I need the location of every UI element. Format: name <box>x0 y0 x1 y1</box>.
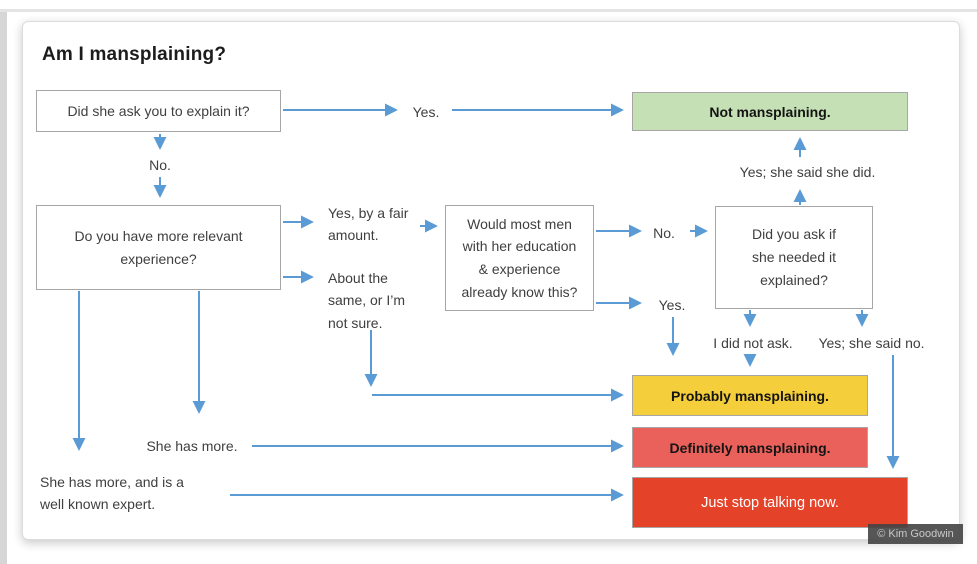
outcome-just-stop-talking: Just stop talking now. <box>632 477 908 528</box>
outcome-definitely-mansplaining: Definitely mansplaining. <box>632 427 868 468</box>
edge-label-i-did-not-ask: I did not ask. <box>713 335 793 351</box>
page-title: Am I mansplaining? <box>42 44 227 65</box>
node-did-she-ask: Did she ask you to explain it? <box>36 90 281 132</box>
node-did-you-ask: Did you ask if she needed it explained? <box>715 206 873 309</box>
edge-label-yes-mid: Yes. <box>658 297 686 313</box>
outcome-not-mansplaining: Not mansplaining. <box>632 92 908 131</box>
node-would-most-men-know: Would most men with her education & expe… <box>445 205 594 311</box>
window-edge-left <box>0 10 7 564</box>
window-edge-top <box>0 9 977 12</box>
copyright-watermark: © Kim Goodwin <box>868 524 963 544</box>
edge-label-no-mid: No. <box>653 225 675 241</box>
edge-label-she-has-more: She has more. <box>146 438 238 454</box>
edge-label-yes-she-said-she-did: Yes; she said she did. <box>739 164 876 180</box>
edge-label-yes-by-fair-amount: Yes, by a fair amount. <box>328 205 409 244</box>
edge-label-about-the-same: About the same, or I’m not sure. <box>328 270 406 331</box>
edge-label-she-has-more-expert: She has more, and is a well known expert… <box>40 474 184 513</box>
edge-label-no-top: No. <box>149 157 171 173</box>
edge-label-yes-she-said-no: Yes; she said no. <box>818 335 925 351</box>
outcome-probably-mansplaining: Probably mansplaining. <box>632 375 868 416</box>
node-more-relevant-experience: Do you have more relevant experience? <box>36 205 281 290</box>
edge-label-yes-top: Yes. <box>412 104 440 120</box>
